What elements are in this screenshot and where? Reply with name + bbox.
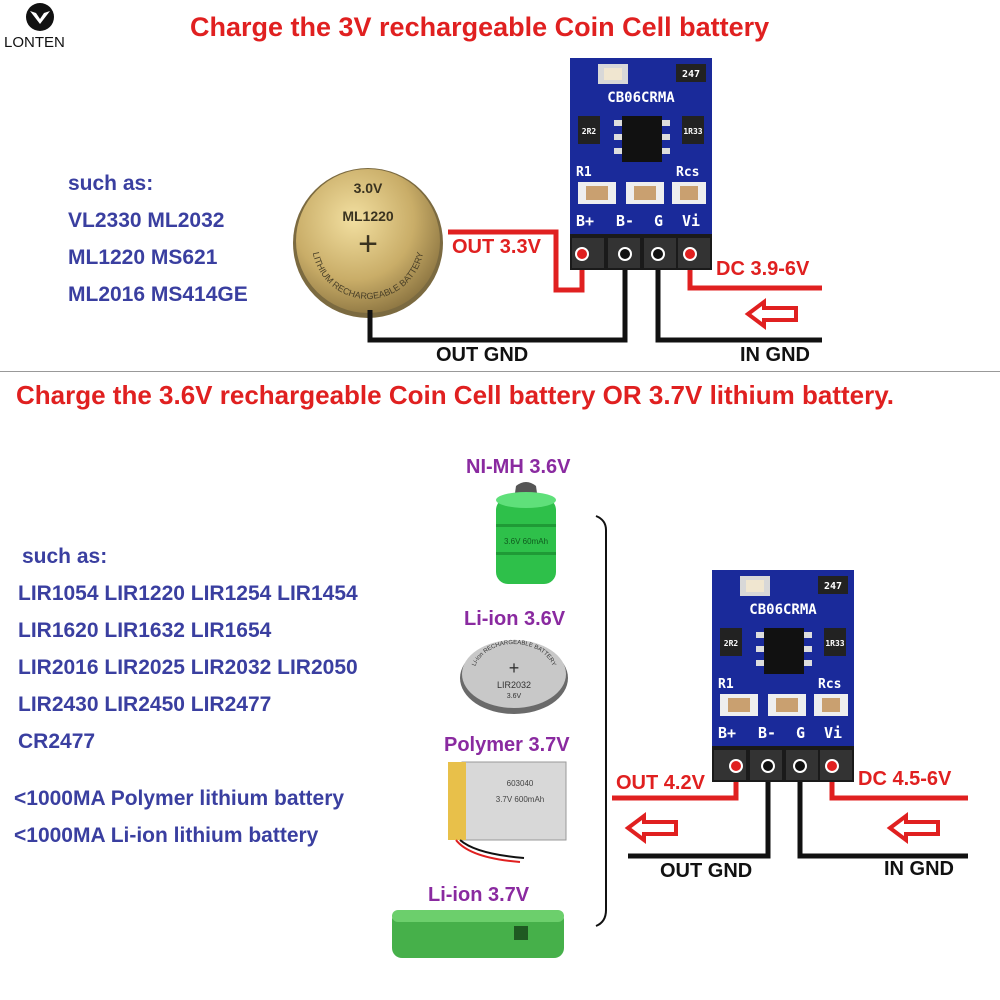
bottom-model-line: LIR2430 LIR2450 LIR2477 <box>18 693 272 716</box>
bottom-model-line: CR2477 <box>18 730 96 753</box>
board-pin-label: B- <box>758 724 776 742</box>
logo-emblem-icon <box>26 3 54 31</box>
top-model-line: ML1220 MS621 <box>68 246 218 269</box>
battery-label-liion-coin: Li-ion 3.6V <box>464 608 566 630</box>
top-models-list: such as: VL2330 ML2032 ML1220 MS621 ML20… <box>68 165 248 313</box>
charger-board-top: 247 CB06CRMA 2R2 1R33 R1 Rcs B+ B- G Vi <box>570 58 712 270</box>
board-pin-label: B- <box>616 212 634 230</box>
board-pin-label: G <box>796 724 805 742</box>
board-name: CB06CRMA <box>607 90 675 106</box>
board-name: CB06CRMA <box>749 602 817 618</box>
bottom-model-line: LIR2016 LIR2025 LIR2032 LIR2050 <box>18 656 358 679</box>
bottom-models-list: such as: LIR1054 LIR1220 LIR1254 LIR1454… <box>18 538 358 760</box>
bottom-note-line: <1000MA Li-ion lithium battery <box>14 824 319 847</box>
board-label-rcs: Rcs <box>676 165 699 180</box>
output-arrow-icon <box>624 812 678 844</box>
top-in-gnd-label: IN GND <box>740 344 810 366</box>
bottom-out-label: OUT 4.2V <box>616 772 705 794</box>
liion-coin-model: LIR2032 <box>497 680 531 690</box>
bottom-in-gnd-label: IN GND <box>884 858 954 880</box>
top-dc-label: DC 3.9-6V <box>716 258 810 280</box>
bottom-dc-label: DC 4.5-6V <box>858 768 952 790</box>
board-pin-label: B+ <box>576 212 594 230</box>
coin-battery-ml1220: 3.0V ML1220 + LITHIUM RECHARGEABLE BATTE… <box>290 165 445 320</box>
battery-label-nimh: NI-MH 3.6V <box>466 456 571 478</box>
polymer-model: 603040 <box>507 779 534 788</box>
input-arrow-icon <box>886 812 940 844</box>
brand-name: LONTEN <box>4 34 65 51</box>
brand-logo: LONTEN <box>4 2 74 54</box>
charger-board-bottom: 247 CB06CRMA 2R2 1R33 R1 Rcs B+ B- G Vi <box>712 570 854 782</box>
bottom-title: Charge the 3.6V rechargeable Coin Cell b… <box>16 380 894 410</box>
liion-coin-voltage: 3.6V <box>507 693 522 700</box>
input-arrow-icon <box>744 298 798 330</box>
nimh-print: 3.6V 60mAh <box>504 537 548 546</box>
board-r-top: 247 <box>682 69 700 80</box>
battery-model-text: ML1220 <box>342 208 394 224</box>
section-divider <box>0 371 1000 372</box>
board-pin-label: G <box>654 212 663 230</box>
svg-text:+: + <box>358 225 378 263</box>
battery-voltage-text: 3.0V <box>354 180 383 196</box>
board-r-left: 2R2 <box>724 639 739 648</box>
bottom-model-line: LIR1054 LIR1220 LIR1254 LIR1454 <box>18 582 358 605</box>
top-title: Charge the 3V rechargeable Coin Cell bat… <box>190 12 770 42</box>
top-model-line: VL2330 ML2032 <box>68 209 225 232</box>
board-pin-label: B+ <box>718 724 736 742</box>
board-label-r1: R1 <box>718 677 734 692</box>
liion-coin-battery-image: Li-ion RECHARGEABLE BATTERY + LIR2032 3.… <box>458 632 570 716</box>
top-out-label: OUT 3.3V <box>452 236 541 258</box>
top-model-line: ML2016 MS414GE <box>68 283 248 306</box>
bottom-such-as: such as: <box>22 545 108 568</box>
board-r-left: 2R2 <box>582 127 597 136</box>
bottom-notes: <1000MA Polymer lithium battery <1000MA … <box>14 780 344 854</box>
top-such-as: such as: <box>68 172 154 195</box>
bottom-out-gnd-label: OUT GND <box>660 860 753 882</box>
board-label-r1: R1 <box>576 165 592 180</box>
polymer-battery-image: 603040 3.7V 600mAh <box>440 758 572 870</box>
board-r-right: 1R33 <box>683 127 702 136</box>
board-label-rcs: Rcs <box>818 677 841 692</box>
nimh-battery-image: 3.6V 60mAh <box>486 478 566 590</box>
bottom-model-line: LIR1620 LIR1632 LIR1654 <box>18 619 272 642</box>
polymer-print: 3.7V 600mAh <box>496 795 544 804</box>
board-r-top: 247 <box>824 581 842 592</box>
battery-label-polymer: Polymer 3.7V <box>444 734 570 756</box>
liion-cylinder-battery-image <box>386 906 568 962</box>
board-pin-label: Vi <box>682 212 700 230</box>
board-r-right: 1R33 <box>825 639 844 648</box>
board-pin-label: Vi <box>824 724 842 742</box>
svg-text:+: + <box>509 658 520 678</box>
battery-label-liion-cyl: Li-ion 3.7V <box>428 884 530 906</box>
top-out-gnd-label: OUT GND <box>436 344 529 366</box>
bottom-note-line: <1000MA Polymer lithium battery <box>14 787 345 810</box>
